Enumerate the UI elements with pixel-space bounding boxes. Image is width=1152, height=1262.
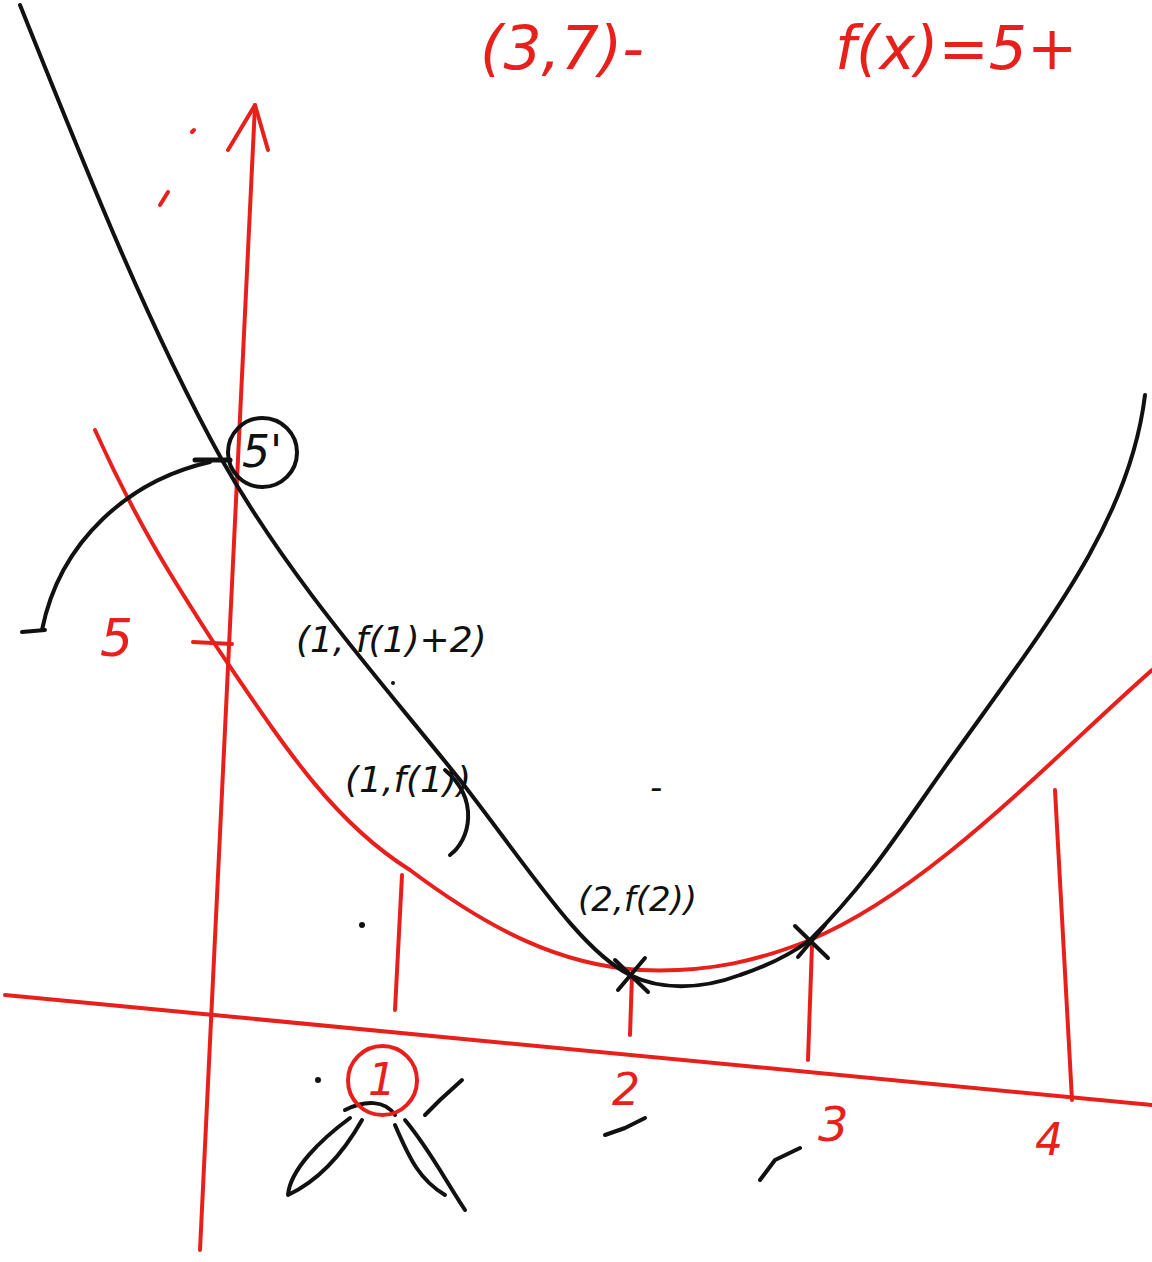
stray-mark: - xyxy=(650,770,662,804)
axis-number: 4 xyxy=(1035,1118,1063,1162)
node-label: 1 xyxy=(368,1058,396,1102)
node-text-box: 5' xyxy=(225,415,300,490)
function-note: f(x)=5+ xyxy=(835,18,1077,78)
circled-number: 1 xyxy=(345,1043,420,1118)
circle-shape xyxy=(228,418,297,487)
node-label: 5' xyxy=(242,430,282,474)
circled-value: 5' xyxy=(225,415,300,490)
axis-number: 3 xyxy=(818,1100,849,1148)
point-label: (2,f(2)) xyxy=(578,882,697,916)
circle-shape xyxy=(348,1046,417,1115)
point-note: (3,7)- xyxy=(480,18,644,78)
axis-number: 2 xyxy=(612,1068,640,1112)
point-label: (1, f(1)+2) xyxy=(296,622,487,658)
point-label: (1,f(1)) xyxy=(345,762,471,798)
node-text-box: 1 xyxy=(345,1043,420,1118)
intercept-label: 5 xyxy=(100,612,133,664)
